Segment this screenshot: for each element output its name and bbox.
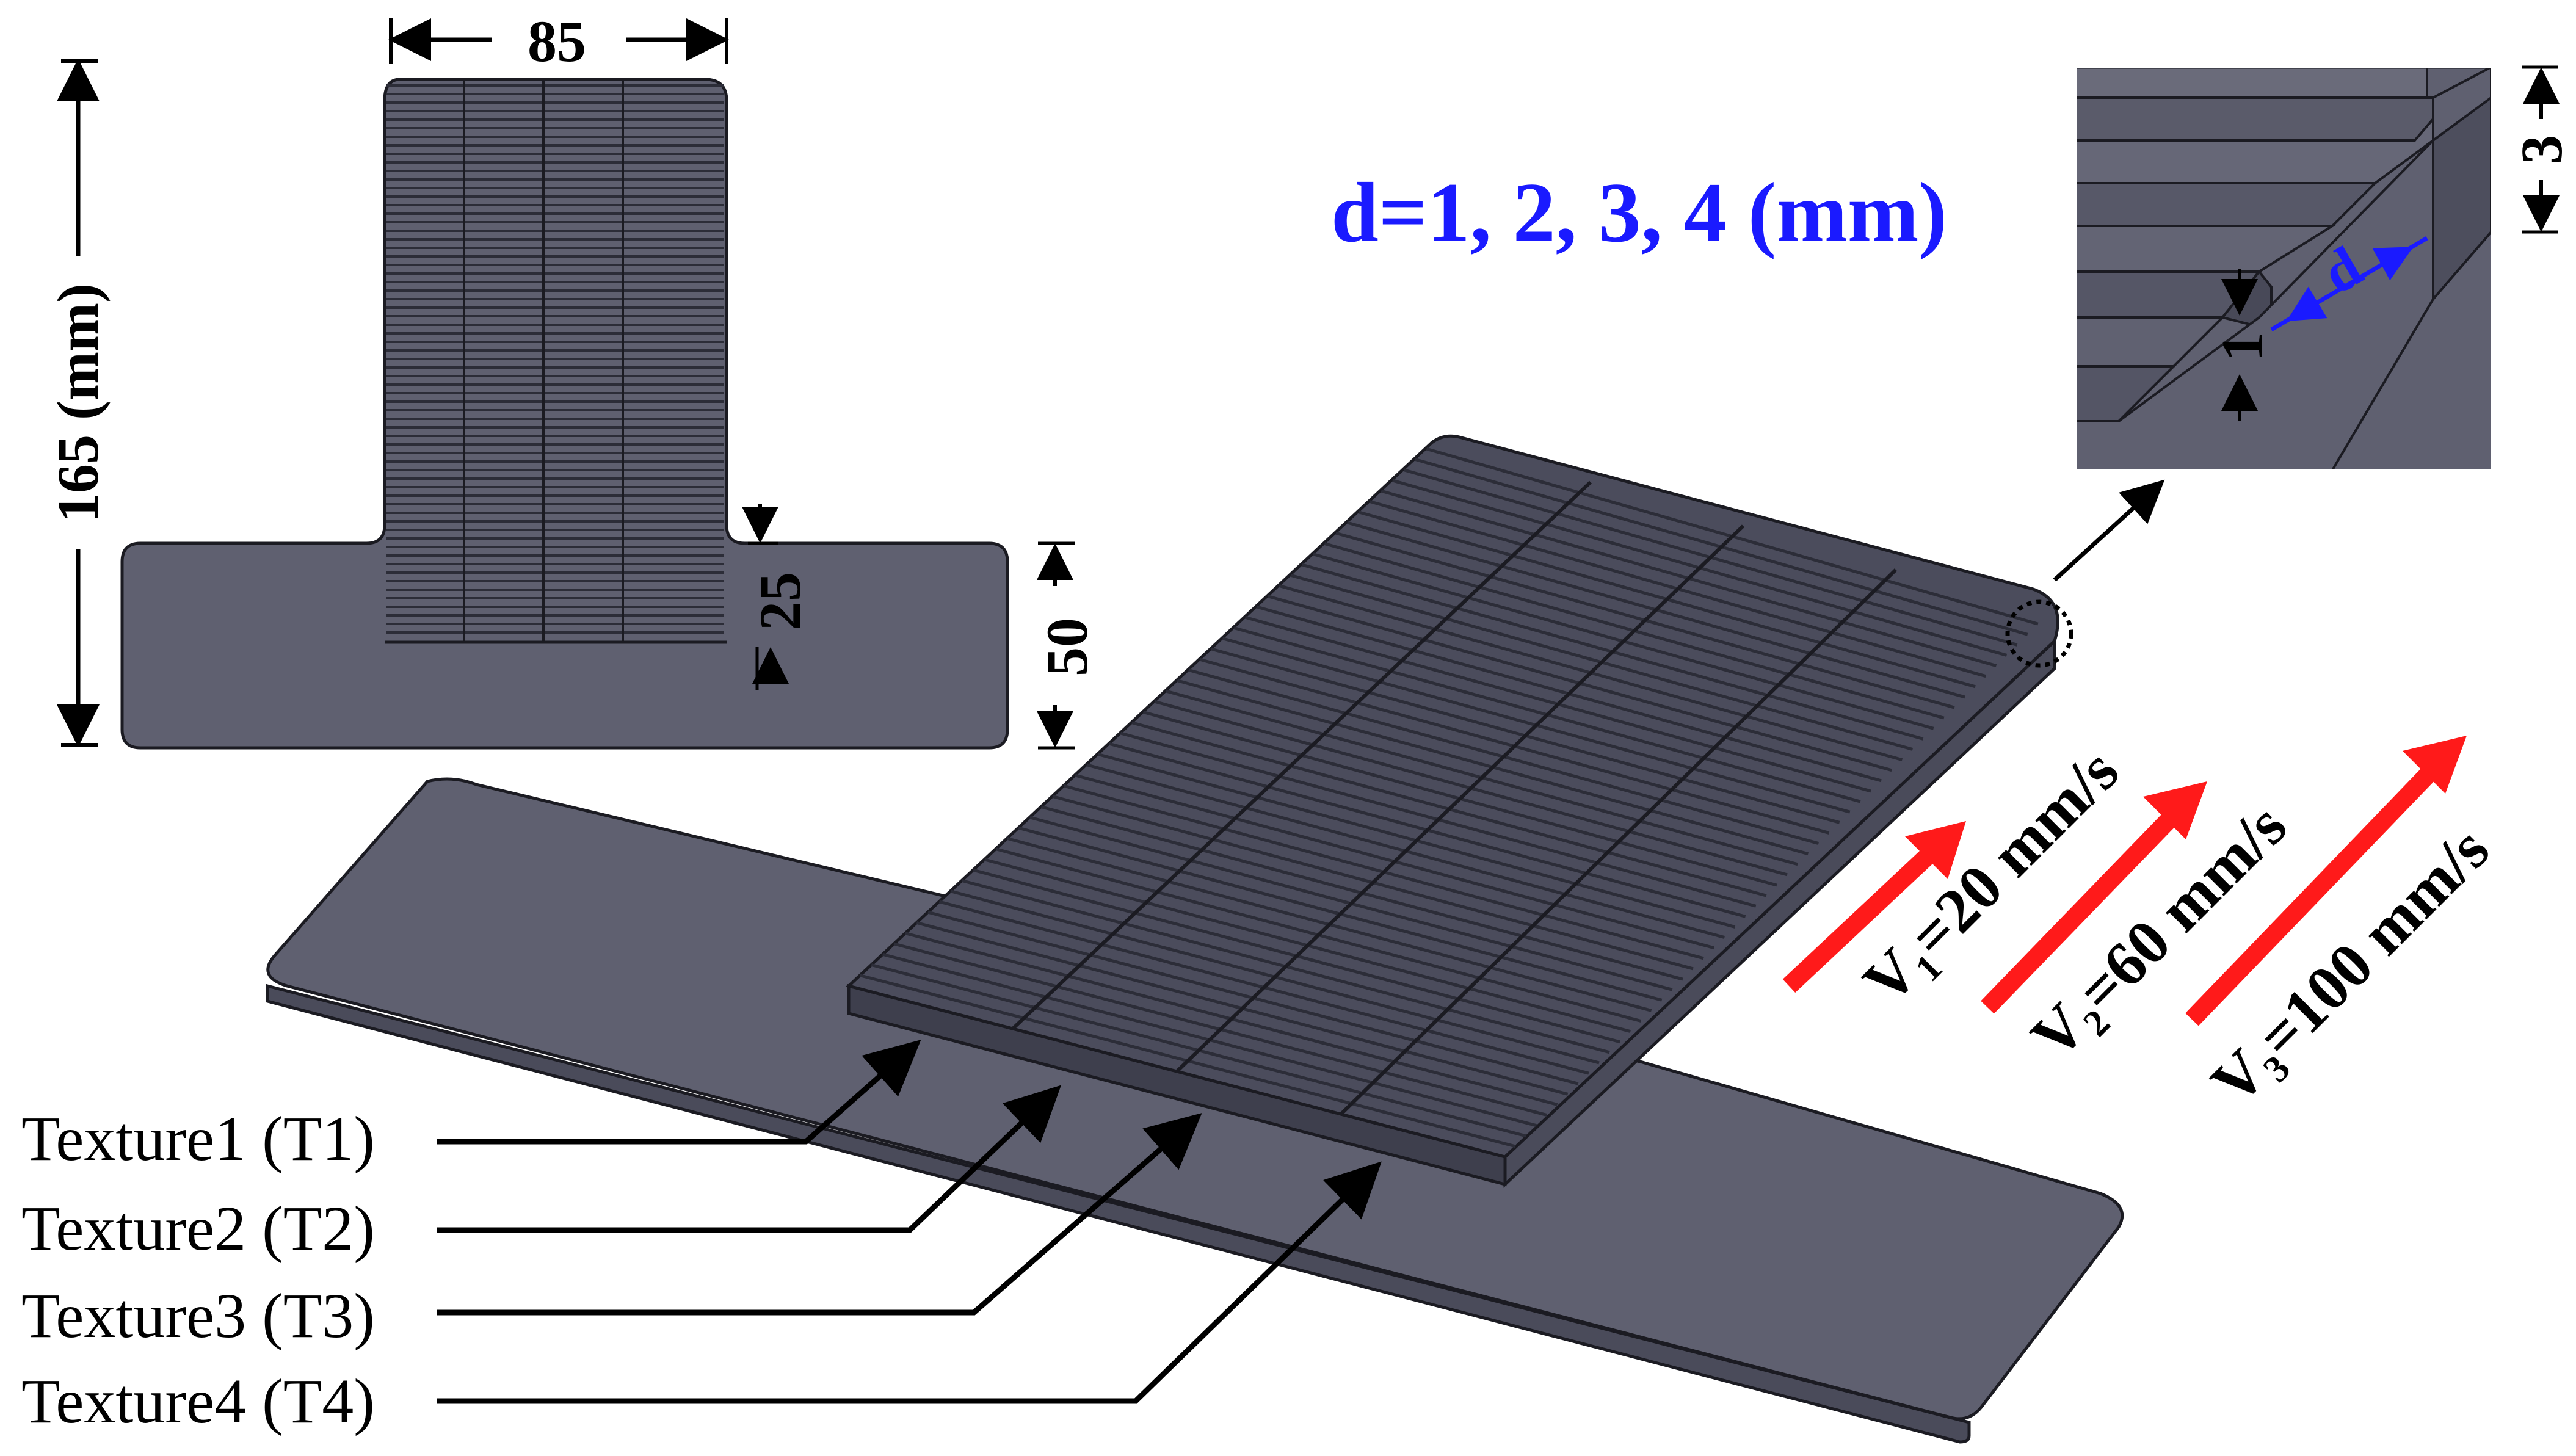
thickness-label: 3: [2509, 135, 2574, 164]
groove-height-label: 1: [2210, 332, 2275, 361]
base-dimension: 50: [1034, 541, 1100, 750]
top-view: 85 165 (mm) 25 50: [45, 9, 1100, 750]
leader-t2: [437, 1085, 1062, 1233]
leader-t1: [437, 1040, 921, 1145]
isometric-view: [266, 434, 2165, 1444]
texture-label-3: Texture3 (T3): [21, 1281, 375, 1351]
texture-label-1: Texture1 (T1): [21, 1104, 375, 1174]
velocity-arrow-3: V3=100 mm/s: [2185, 736, 2502, 1118]
width-dimension: 85: [388, 9, 729, 74]
texture-labels: Texture1 (T1) Texture2 (T2) Texture3 (T3…: [21, 1040, 1382, 1436]
top-view-outline: [120, 78, 1009, 750]
detail-callout-circle: [2005, 599, 2073, 668]
texture-label-4: Texture4 (T4): [21, 1366, 375, 1436]
top-view-grooves: [385, 81, 727, 644]
crossbar-side: [266, 983, 1971, 1444]
step-dim-label: 25: [747, 572, 813, 631]
height-dim-label: 165 (mm): [45, 283, 111, 523]
depth-list-label: d=1, 2, 3, 4 (mm): [1331, 165, 1947, 260]
leader-t4: [437, 1161, 1382, 1404]
base-dim-label: 50: [1034, 618, 1100, 676]
step-dimension: 25: [742, 504, 813, 690]
detail-callout-arrow: [2053, 479, 2165, 582]
texture-dividers: [1011, 480, 1898, 1116]
height-dimension: 165 (mm): [45, 59, 111, 747]
leader-t3: [437, 1113, 1202, 1316]
detail-inset: d 1 3: [2075, 65, 2574, 471]
texture-label-2: Texture2 (T2): [21, 1193, 375, 1264]
width-dim-label: 85: [528, 9, 586, 74]
